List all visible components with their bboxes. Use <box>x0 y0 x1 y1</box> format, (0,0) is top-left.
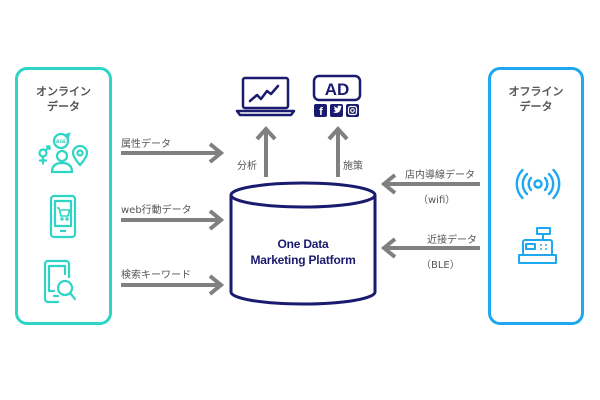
wireless-signal-icon <box>515 168 561 200</box>
online-data-panel: オンライン データ <box>15 67 112 325</box>
arrow-proximity-data <box>380 237 480 259</box>
smartphone-search-icon <box>43 259 77 304</box>
online-title-line2: データ <box>47 100 80 113</box>
platform-database-icon <box>229 181 377 306</box>
facebook-icon <box>314 104 327 117</box>
laptop-chart-icon <box>235 76 296 117</box>
online-title-line1: オンライン <box>36 85 91 98</box>
online-panel-title: オンライン データ <box>18 84 109 114</box>
arrow-store-flow-data <box>380 173 480 195</box>
ad-social-icon: AD f <box>312 74 362 118</box>
label-wifi: （wifi） <box>418 195 456 206</box>
label-ble: （BLE） <box>421 260 460 271</box>
cash-register-icon <box>518 227 557 264</box>
ad-badge-text: AD <box>325 80 350 99</box>
arrow-web-behavior-data <box>121 209 225 231</box>
offline-title-line2: データ <box>519 100 553 113</box>
svg-text:f: f <box>319 106 323 118</box>
label-web-behavior-data: web行動データ <box>121 205 192 216</box>
platform-title-line2: Marketing Platform <box>250 253 356 267</box>
label-store-flow-data: 店内導線データ <box>405 170 475 181</box>
svg-text:AGE: AGE <box>56 139 66 145</box>
arrow-search-keyword <box>121 274 225 296</box>
label-measures: 施策 <box>343 161 363 172</box>
offline-title-line1: オフライン <box>508 85 564 98</box>
label-proximity-data: 近接データ <box>427 235 477 246</box>
label-search-keyword: 検索キーワード <box>121 270 191 281</box>
offline-panel-title: オフライン データ <box>491 84 581 114</box>
platform-title: One Data Marketing Platform <box>228 236 378 268</box>
platform-title-line1: One Data <box>277 237 329 251</box>
smartphone-cart-icon <box>49 194 77 239</box>
label-attribute-data: 属性データ <box>121 139 171 150</box>
arrow-attribute-data <box>121 142 225 164</box>
arrow-measures <box>327 126 349 177</box>
arrow-analysis <box>255 126 277 177</box>
offline-data-panel: オフライン データ <box>488 67 584 325</box>
label-analysis: 分析 <box>237 161 257 172</box>
age-gender-location-icon: AGE <box>38 132 89 174</box>
